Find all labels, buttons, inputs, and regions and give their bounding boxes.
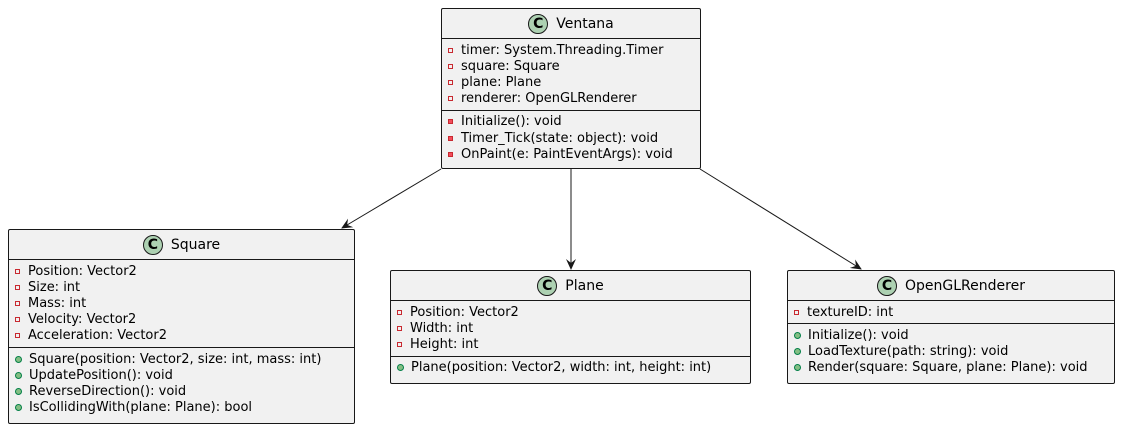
class-square[interactable]: C Square Position: Vector2 Size: int Mas… <box>8 229 355 424</box>
private-field-icon <box>448 96 453 102</box>
method-row: Plane(position: Vector2, width: int, hei… <box>397 360 750 376</box>
public-method-icon <box>794 364 801 372</box>
method-row: UpdatePosition(): void <box>15 367 354 383</box>
public-method-icon <box>15 404 22 412</box>
fields-section: textureID: int <box>788 301 1114 323</box>
method-row: ReverseDirection(): void <box>15 383 354 399</box>
class-plane[interactable]: C Plane Position: Vector2 Width: int Hei… <box>390 270 751 384</box>
class-opengl-renderer[interactable]: C OpenGLRenderer textureID: int Initiali… <box>787 270 1115 384</box>
class-header: C OpenGLRenderer <box>788 271 1114 301</box>
fields-section: timer: System.Threading.Timer square: Sq… <box>442 39 700 110</box>
private-field-icon <box>397 341 402 347</box>
class-c-icon: C <box>528 13 549 34</box>
class-header: C Ventana <box>442 9 700 39</box>
private-method-icon <box>448 119 453 125</box>
public-method-icon <box>794 347 801 355</box>
public-method-icon <box>397 364 404 372</box>
class-name: Ventana <box>556 15 614 32</box>
class-c-icon: C <box>537 275 558 296</box>
private-method-icon <box>448 135 453 141</box>
field-row: plane: Plane <box>448 74 700 90</box>
method-row: IsCollidingWith(plane: Plane): bool <box>15 400 354 416</box>
field-row: Acceleration: Vector2 <box>15 328 354 344</box>
field-row: timer: System.Threading.Timer <box>448 42 700 58</box>
field-row: textureID: int <box>794 304 1114 320</box>
method-row: Square(position: Vector2, size: int, mas… <box>15 351 354 367</box>
field-row: Height: int <box>397 336 750 352</box>
method-row: OnPaint(e: PaintEventArgs): void <box>448 146 700 162</box>
private-field-icon <box>397 309 402 315</box>
field-row: renderer: OpenGLRenderer <box>448 91 700 107</box>
public-method-icon <box>15 355 22 363</box>
class-name: Plane <box>565 277 604 294</box>
private-field-icon <box>15 300 20 306</box>
private-field-icon <box>448 63 453 69</box>
private-field-icon <box>448 79 453 85</box>
public-method-icon <box>15 387 22 395</box>
method-row: Timer_Tick(state: object): void <box>448 130 700 146</box>
public-method-icon <box>794 331 801 339</box>
class-header: C Square <box>9 230 354 260</box>
private-field-icon <box>794 309 799 315</box>
methods-section: Initialize(): void LoadTexture(path: str… <box>788 323 1114 379</box>
method-row: Initialize(): void <box>794 327 1114 343</box>
class-header: C Plane <box>391 271 750 301</box>
methods-section: Initialize(): void Timer_Tick(state: obj… <box>442 109 700 166</box>
edge-ventana-square <box>341 168 442 229</box>
field-row: Size: int <box>15 279 354 295</box>
field-row: Position: Vector2 <box>397 304 750 320</box>
fields-section: Position: Vector2 Size: int Mass: int Ve… <box>9 260 354 347</box>
private-field-icon <box>15 317 20 323</box>
method-row: Render(square: Square, plane: Plane): vo… <box>794 360 1114 376</box>
private-field-icon <box>15 333 20 339</box>
class-name: Square <box>170 236 221 253</box>
class-ventana[interactable]: C Ventana timer: System.Threading.Timer … <box>441 8 701 169</box>
private-field-icon <box>448 47 453 53</box>
private-field-icon <box>397 325 402 331</box>
private-method-icon <box>448 151 453 157</box>
method-row: LoadTexture(path: string): void <box>794 343 1114 359</box>
edge-ventana-renderer <box>699 168 862 270</box>
methods-section: Square(position: Vector2, size: int, mas… <box>9 346 354 419</box>
field-row: Mass: int <box>15 295 354 311</box>
class-name: OpenGLRenderer <box>905 277 1025 294</box>
field-row: Width: int <box>397 320 750 336</box>
field-row: square: Square <box>448 58 700 74</box>
class-c-icon: C <box>142 234 163 255</box>
fields-section: Position: Vector2 Width: int Height: int <box>391 301 750 356</box>
private-field-icon <box>15 268 20 274</box>
field-row: Velocity: Vector2 <box>15 312 354 328</box>
public-method-icon <box>15 371 22 379</box>
methods-section: Plane(position: Vector2, width: int, hei… <box>391 355 750 379</box>
method-row: Initialize(): void <box>448 114 700 130</box>
class-c-icon: C <box>877 275 898 296</box>
private-field-icon <box>15 284 20 290</box>
field-row: Position: Vector2 <box>15 263 354 279</box>
